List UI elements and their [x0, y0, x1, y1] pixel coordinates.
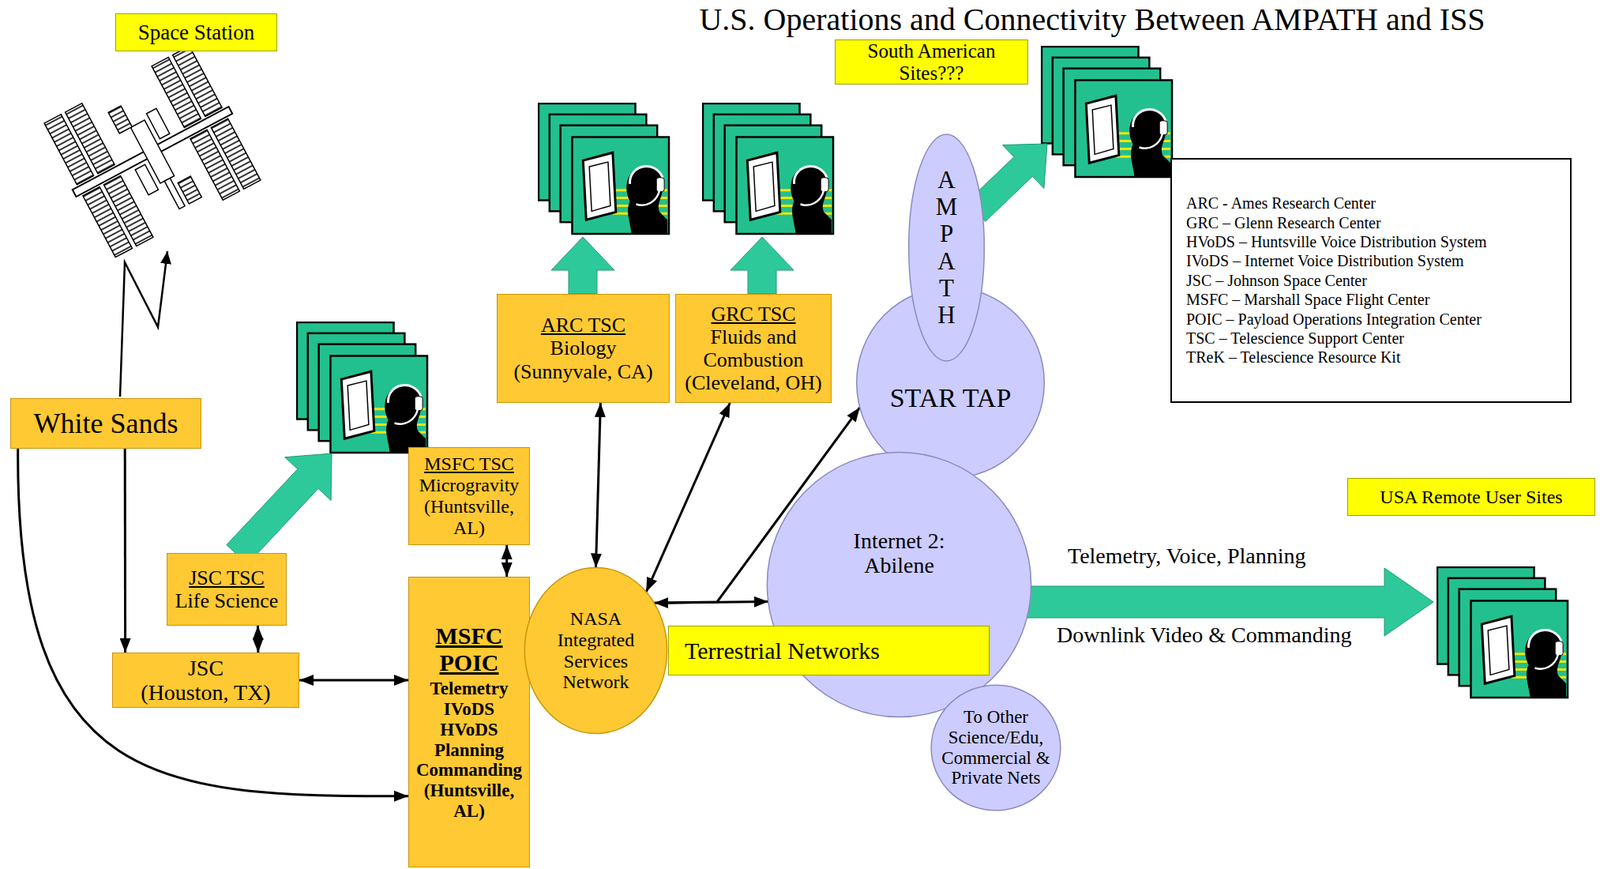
operator-icon — [1437, 567, 1568, 698]
legend-text: IVoDS – Internet Voice Distribution Syst… — [1186, 251, 1465, 271]
legend-text: MSFC – Marshall Space Flight Center — [1186, 289, 1430, 309]
abbreviation-box: ARC - Ames Research CenterGRC – Glenn Re… — [1170, 157, 1572, 403]
node-text: White Sands — [33, 407, 179, 440]
operator-icon — [296, 322, 428, 453]
connector — [596, 402, 601, 568]
node-text: Biology (Sunnyvale, CA) — [502, 336, 665, 383]
node-outline — [765, 450, 1033, 719]
label-box: South American Sites??? — [834, 39, 1029, 85]
network-circle: Internet 2: Abilene — [765, 450, 1033, 719]
node-text: Terrestrial Networks — [684, 637, 880, 665]
center-box: GRC TSCFluids and Combustion (Cleveland,… — [675, 293, 832, 403]
connector — [505, 544, 508, 577]
node-text: Telemetry IVoDS HVoDS Planning Commandin… — [413, 678, 525, 821]
station-box: White Sands — [10, 398, 202, 449]
legend-text: TReK – Telescience Resource Kit — [1186, 347, 1401, 367]
node-text: Fluids and Combustion (Cleveland, OH) — [680, 325, 827, 395]
center-box: JSC TSCLife Science — [166, 552, 287, 626]
legend-text: GRC – Glenn Research Center — [1186, 213, 1382, 233]
feed-arrow — [730, 236, 794, 294]
feed-arrow — [226, 453, 332, 564]
legend-text: POIC – Payload Operations Integration Ce… — [1186, 309, 1482, 329]
legend-text: TSC – Telescience Support Center — [1186, 328, 1405, 348]
ellipse-shape — [766, 451, 1031, 717]
node-text: Internet 2: Abilene — [820, 528, 979, 579]
flow-label: Telemetry, Voice, Planning — [1067, 543, 1307, 569]
node-text: MSFC POIC — [413, 622, 525, 676]
network-circle: To Other Science/Edu, Commercial & Priva… — [930, 683, 1062, 812]
node-text: Life Science — [175, 589, 279, 613]
diagram-title: U.S. Operations and Connectivity Between… — [600, 2, 1585, 38]
center-box: MSFC TSCMicrogravity (Huntsville, AL) — [408, 446, 530, 545]
node-text: JSC — [187, 655, 224, 680]
node-text: GRC TSC — [710, 302, 796, 326]
node-text: Space Station — [138, 20, 256, 45]
legend-text: HVoDS – Huntsville Voice Distribution Sy… — [1186, 232, 1488, 252]
node-text: To Other Science/Edu, Commercial & Priva… — [940, 706, 1052, 789]
label-box: Terrestrial Networks — [668, 625, 990, 676]
operator-icon — [702, 103, 834, 234]
ellipse-shape — [931, 684, 1061, 811]
node-text: NASA Integrated Services Network — [544, 608, 648, 694]
node-text: MSFC TSC — [424, 453, 515, 475]
network-ellipse: NASA Integrated Services Network — [523, 566, 669, 735]
connector — [646, 402, 730, 592]
node-text: ARC TSC — [540, 313, 626, 337]
node-text: JSC TSC — [188, 566, 265, 590]
space-station-illustration — [38, 43, 267, 261]
center-box: ARC TSCBiology (Sunnyvale, CA) — [496, 293, 670, 403]
radio-link — [120, 251, 168, 397]
node-text: (Houston, TX) — [140, 679, 271, 705]
network-ellipse: AMPATH — [908, 132, 985, 363]
connector — [123, 448, 127, 653]
node-text: South American Sites??? — [840, 40, 1023, 85]
center-box: MSFC POICTelemetry IVoDS HVoDS Planning … — [408, 576, 530, 868]
legend-text: ARC - Ames Research Center — [1186, 193, 1376, 213]
node-text: STAR TAP — [890, 383, 1012, 414]
center-box: JSC(Houston, TX) — [112, 652, 300, 708]
label-box: Space Station — [115, 13, 278, 52]
connector — [256, 625, 260, 653]
connector — [18, 448, 409, 797]
operator-icon — [538, 103, 669, 234]
label-box: USA Remote User Sites — [1347, 477, 1596, 516]
feed-arrow — [551, 236, 615, 294]
node-text: Microgravity (Huntsville, AL) — [413, 474, 525, 539]
ellipse-shape — [524, 567, 667, 733]
operator-icon — [1041, 46, 1172, 177]
legend-text: JSC – Johnson Space Center — [1186, 270, 1368, 290]
ellipse-shape — [908, 134, 985, 361]
connector — [299, 679, 409, 682]
node-text: USA Remote User Sites — [1379, 486, 1563, 508]
flow-label: Downlink Video & Commanding — [1056, 622, 1352, 648]
node-text: AMPATH — [934, 166, 959, 329]
